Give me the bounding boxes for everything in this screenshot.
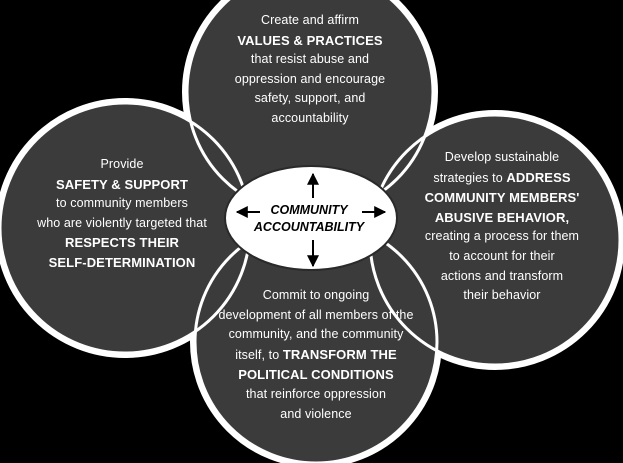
right-pre1: Develop sustainable (444, 150, 560, 164)
right-post3: actions and transform (440, 268, 564, 283)
top-post2: oppression and encourage (234, 71, 386, 86)
right-emphasis3: ABUSIVE BEHAVIOR, (434, 209, 570, 225)
top-post3: safety, support, and (254, 91, 366, 106)
top-circle-text: Create and affirm VALUES & PRACTICES tha… (200, 11, 420, 129)
bottom-post2: and violence (280, 406, 352, 421)
bottom-pre1: Commit to ongoing (262, 288, 370, 302)
left-mid2: who are violently targeted that (37, 215, 207, 230)
bottom-pre2: development of all members of the (218, 307, 414, 322)
top-circle (187, 0, 433, 215)
center-label: COMMUNITY ACCOUNTABILITY (234, 202, 384, 236)
bottom-pre3: community, and the community (228, 327, 404, 342)
left-circle-text: Provide SAFETY & SUPPORT to community me… (12, 155, 232, 273)
right-circle-text: Develop sustainable strategies to ADDRES… (397, 148, 607, 306)
top-post1: that resist abuse and (250, 52, 370, 67)
top-emphasis: VALUES & PRACTICES (237, 32, 383, 48)
center-label-line2: ACCOUNTABILITY (253, 220, 365, 234)
left-emphasis1: SAFETY & SUPPORT (55, 176, 189, 192)
left-pre: Provide (100, 157, 144, 171)
right-post4: their behavior (463, 288, 541, 303)
bottom-pre4: itself, to (235, 347, 280, 362)
top-pre: Create and affirm (260, 13, 360, 27)
left-circle (0, 103, 250, 353)
right-post2: to account for their (449, 248, 555, 263)
bottom-post1: that reinforce oppression (245, 386, 387, 401)
right-pre2: strategies to (433, 170, 503, 185)
right-emphasis2: COMMUNITY MEMBERS' (424, 190, 580, 206)
center-ellipse (224, 165, 398, 271)
bottom-circle-text: Commit to ongoing development of all mem… (196, 286, 436, 424)
left-emphasis2: RESPECTS THEIR (64, 235, 180, 251)
right-emphasis1: ADDRESS (506, 169, 571, 185)
top-post4: accountability (271, 110, 349, 125)
left-emphasis3: SELF-DETERMINATION (48, 254, 196, 270)
bottom-emphasis2: POLITICAL CONDITIONS (238, 367, 394, 383)
right-post1: creating a process for them (424, 229, 580, 244)
center-label-line1: COMMUNITY (270, 203, 348, 217)
bottom-emphasis1: TRANSFORM THE (282, 346, 397, 362)
left-mid1: to community members (56, 196, 188, 211)
right-circle (370, 115, 620, 365)
